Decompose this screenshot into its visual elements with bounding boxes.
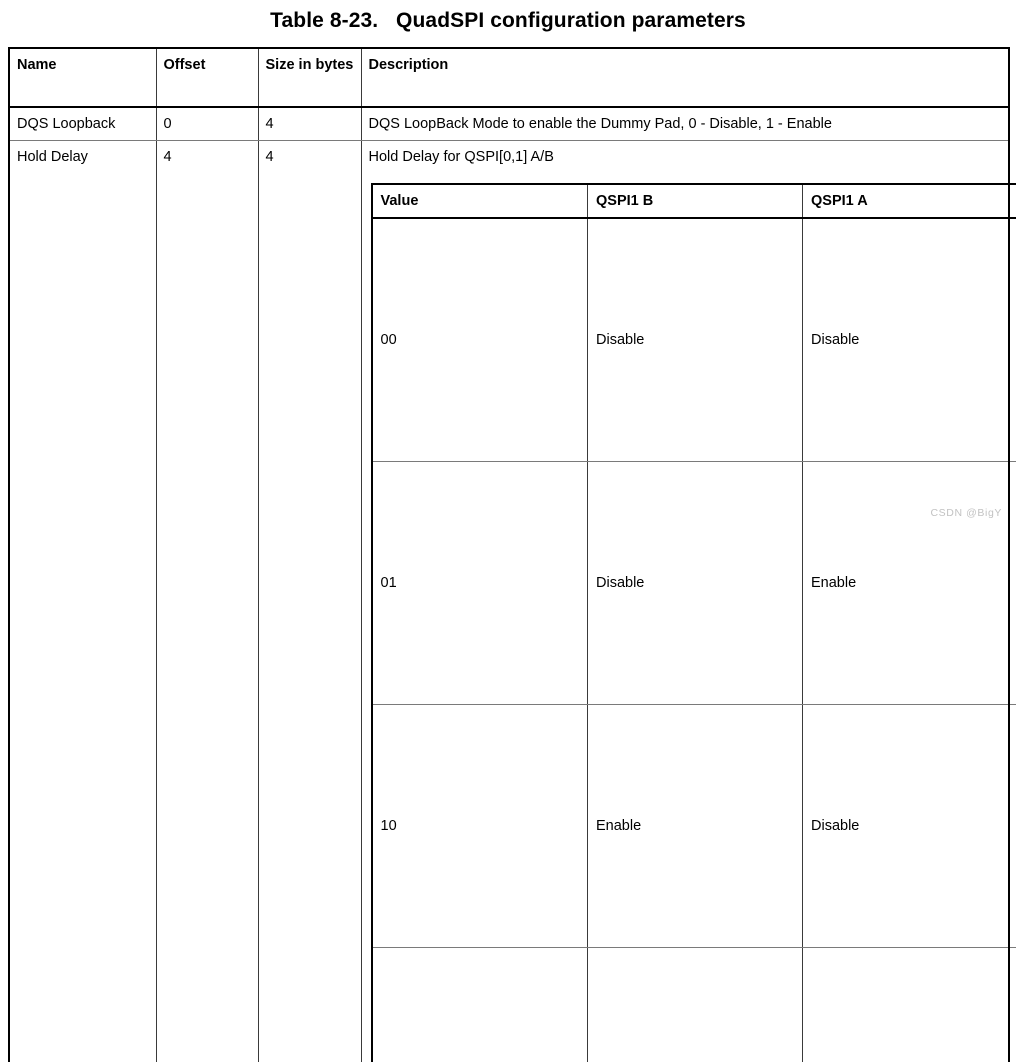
nested-cell-qspi1-b: Enable xyxy=(588,705,803,948)
nested-column-header-qspi1-b: QSPI1 B xyxy=(588,184,803,218)
cell-size: 4 xyxy=(258,141,361,1062)
column-header-size: Size in bytes xyxy=(258,48,361,107)
cell-description: DQS LoopBack Mode to enable the Dummy Pa… xyxy=(361,107,1009,141)
cell-name: DQS Loopback xyxy=(9,107,156,141)
header-row: Name Offset Size in bytes Description xyxy=(9,48,1009,107)
cell-size: 4 xyxy=(258,107,361,141)
table-header: Name Offset Size in bytes Description xyxy=(9,48,1009,107)
nested-cell-qspi1-a: Enable xyxy=(803,462,1016,705)
nested-header-row: Value QSPI1 B QSPI1 A xyxy=(372,184,1016,218)
column-header-description: Description xyxy=(361,48,1009,107)
quadspi-configuration-table: Name Offset Size in bytes Description DQ… xyxy=(8,47,1010,1062)
table-caption: Table 8-23. QuadSPI configuration parame… xyxy=(0,7,1016,35)
table-row: Hold Delay 4 4 Hold Delay for QSPI[0,1] … xyxy=(9,141,1009,1062)
table-row: DQS Loopback 0 4 DQS LoopBack Mode to en… xyxy=(9,107,1009,141)
nested-cell-qspi1-a: Disable xyxy=(803,705,1016,948)
nested-cell-value: 10 xyxy=(372,705,588,948)
nested-cell-value: 11 xyxy=(372,948,588,1062)
nested-table-body: 00 Disable Disable 01 Disable Enable 10 xyxy=(372,218,1016,1062)
nested-cell-qspi1-b: Disable xyxy=(588,462,803,705)
nested-cell-qspi1-b: Disable xyxy=(588,218,803,462)
document-page: Table 8-23. QuadSPI configuration parame… xyxy=(0,0,1016,531)
column-header-name: Name xyxy=(9,48,156,107)
cell-offset: 0 xyxy=(156,107,258,141)
nested-table-row: 00 Disable Disable xyxy=(372,218,1016,462)
column-header-offset: Offset xyxy=(156,48,258,107)
cell-description: Hold Delay for QSPI[0,1] A/B Value QSPI1… xyxy=(361,141,1009,1062)
hold-delay-value-table: Value QSPI1 B QSPI1 A 00 Disable Disable xyxy=(371,183,1016,1062)
nested-table-header: Value QSPI1 B QSPI1 A xyxy=(372,184,1016,218)
nested-table-row: 01 Disable Enable xyxy=(372,462,1016,705)
table-body: DQS Loopback 0 4 DQS LoopBack Mode to en… xyxy=(9,107,1009,1062)
nested-cell-value: 01 xyxy=(372,462,588,705)
cell-offset: 4 xyxy=(156,141,258,1062)
nested-column-header-qspi1-a: QSPI1 A xyxy=(803,184,1016,218)
watermark: CSDN @BigY xyxy=(930,507,1002,519)
nested-cell-qspi1-b: Enable xyxy=(588,948,803,1062)
nested-table-row: 11 Enable Enable xyxy=(372,948,1016,1062)
nested-table-row: 10 Enable Disable xyxy=(372,705,1016,948)
nested-cell-qspi1-a: Enable xyxy=(803,948,1016,1062)
hold-delay-description-text: Hold Delay for QSPI[0,1] A/B xyxy=(369,148,1002,167)
nested-column-header-value: Value xyxy=(372,184,588,218)
nested-cell-qspi1-a: Disable xyxy=(803,218,1016,462)
nested-cell-value: 00 xyxy=(372,218,588,462)
cell-name: Hold Delay xyxy=(9,141,156,1062)
